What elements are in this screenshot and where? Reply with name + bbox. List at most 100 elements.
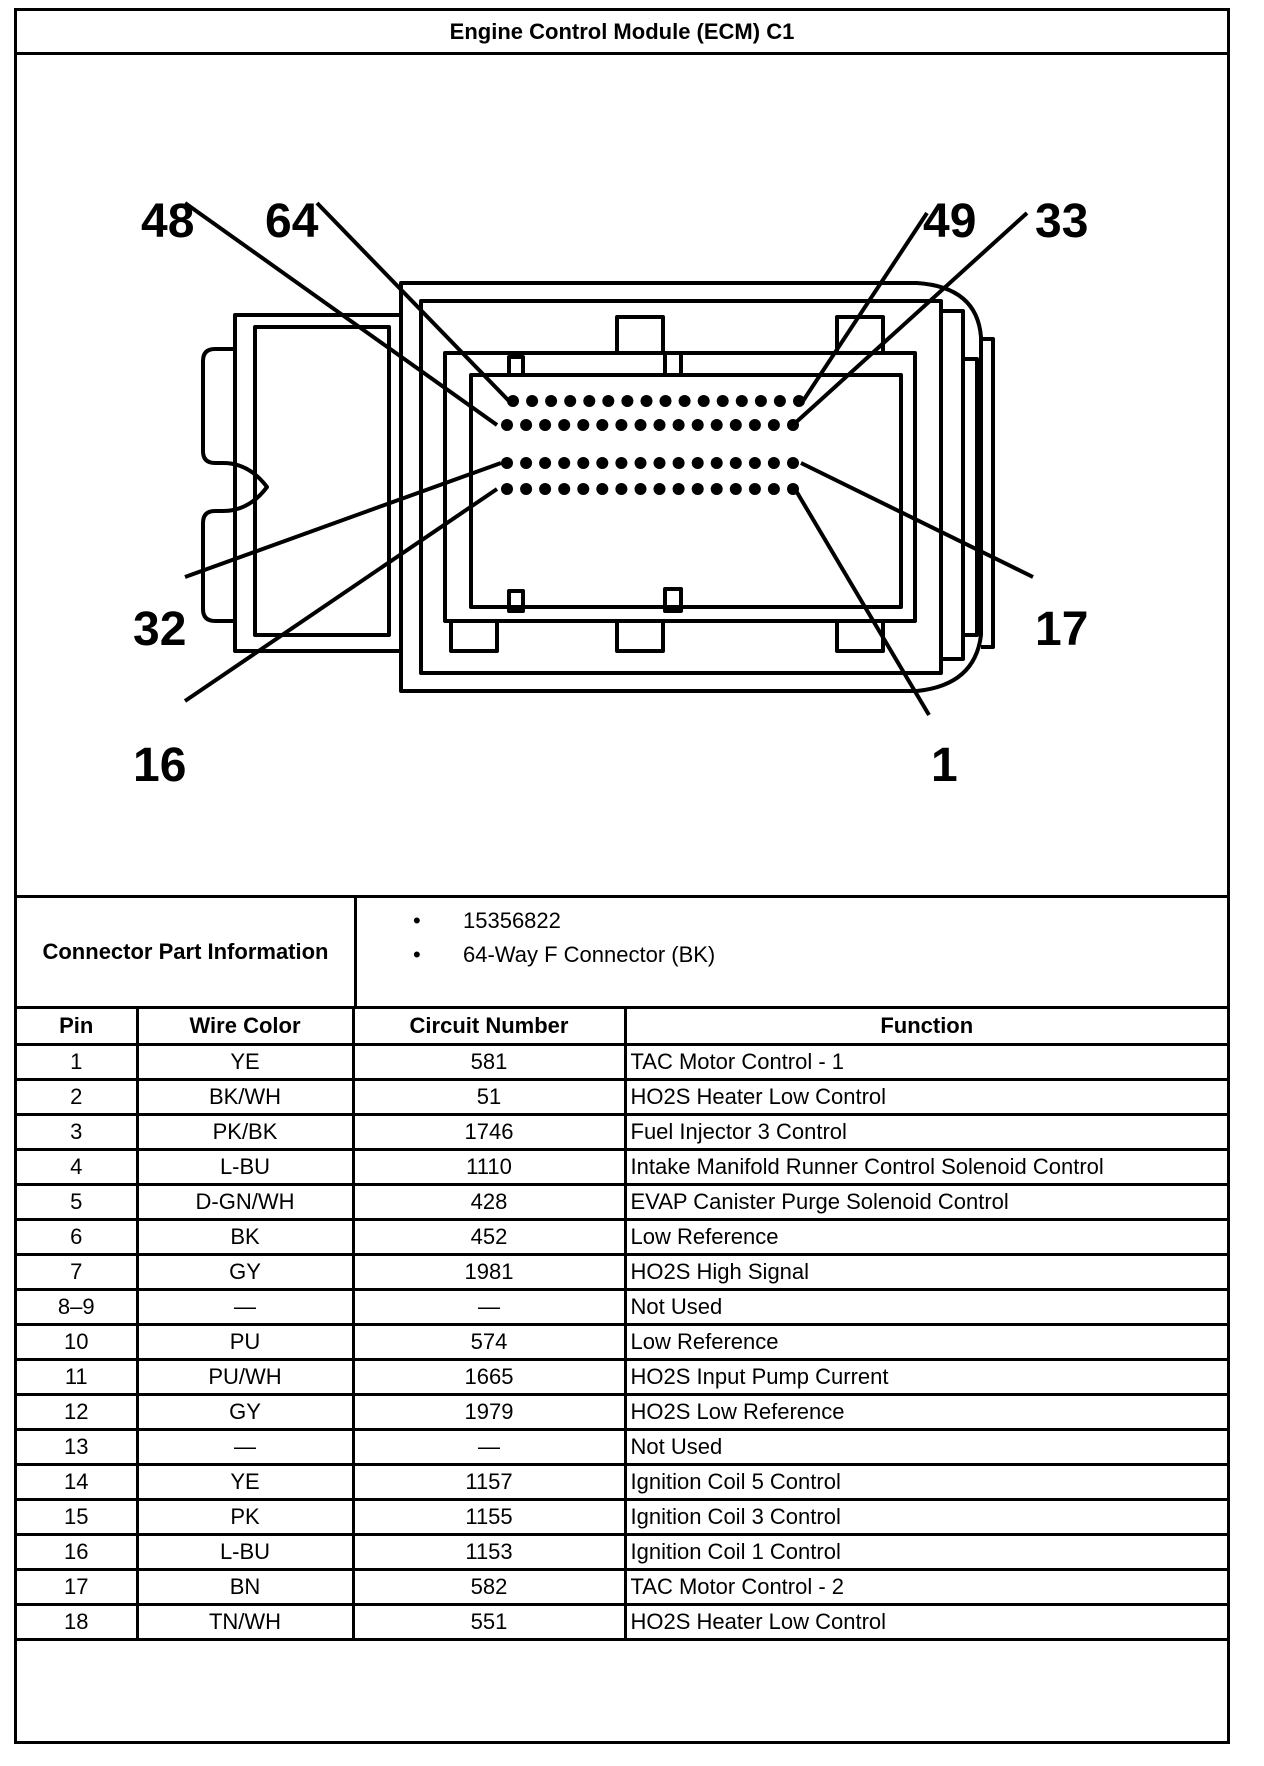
- cell-wire-color: L-BU: [135, 1532, 355, 1571]
- leader-line-17: [800, 461, 1034, 579]
- pin-label-33: 33: [1035, 195, 1088, 248]
- connector-body: [201, 281, 995, 693]
- pin-cavity: [640, 395, 653, 407]
- cell-circuit-number: 1746: [351, 1112, 627, 1151]
- cell-function: Low Reference: [623, 1217, 1227, 1256]
- cell-circuit-number: 1155: [351, 1497, 627, 1536]
- pin-cavity: [558, 419, 571, 431]
- pin-cavity: [615, 419, 628, 431]
- cell-circuit-number: 1110: [351, 1147, 627, 1186]
- cell-pin: 6: [17, 1217, 139, 1256]
- cell-function: Fuel Injector 3 Control: [623, 1112, 1227, 1151]
- pin-cavity: [716, 395, 729, 407]
- cell-function: HO2S Heater Low Control: [623, 1077, 1227, 1116]
- leader-line-49: [801, 211, 929, 403]
- pin-cavity: [520, 457, 533, 469]
- header-pin: Pin: [17, 1009, 139, 1046]
- cell-function: HO2S Input Pump Current: [623, 1357, 1227, 1396]
- pin-cavity: [653, 483, 666, 495]
- header-circuit-number: Circuit Number: [351, 1009, 627, 1046]
- cell-function: HO2S Low Reference: [623, 1392, 1227, 1431]
- pin-cavity: [634, 457, 647, 469]
- cell-pin: 3: [17, 1112, 139, 1151]
- pin-cavity: [507, 395, 519, 407]
- pin-label-49: 49: [923, 195, 976, 248]
- pin-cavity: [748, 483, 761, 495]
- pin-label-32: 32: [133, 603, 186, 656]
- pin-cavity: [767, 419, 780, 431]
- cell-circuit-number: 1979: [351, 1392, 627, 1431]
- part-info-item: 64-Way F Connector (BK): [357, 938, 1227, 972]
- cell-circuit-number: 581: [351, 1042, 627, 1081]
- pin-cavity: [653, 419, 666, 431]
- pin-cavity: [691, 419, 704, 431]
- header-wire-color: Wire Color: [135, 1009, 355, 1046]
- cell-pin: 15: [17, 1497, 139, 1536]
- cell-function: Not Used: [623, 1427, 1227, 1466]
- cell-function: Low Reference: [623, 1322, 1227, 1361]
- pin-cavity: [748, 457, 761, 469]
- cell-circuit-number: 1981: [351, 1252, 627, 1291]
- pin-cavity: [748, 419, 761, 431]
- leader-line-16: [183, 487, 499, 703]
- cell-pin: 12: [17, 1392, 139, 1431]
- cell-wire-color: PK/BK: [135, 1112, 355, 1151]
- pin-cavity: [754, 395, 767, 407]
- cell-wire-color: YE: [135, 1462, 355, 1501]
- pin-cavity: [710, 457, 723, 469]
- pin-cavity: [793, 395, 805, 407]
- header-function: Function: [623, 1009, 1227, 1046]
- cell-wire-color: TN/WH: [135, 1602, 355, 1641]
- pin-label-48: 48: [141, 195, 194, 248]
- cell-function: HO2S High Signal: [623, 1252, 1227, 1291]
- cell-circuit-number: —: [351, 1427, 627, 1466]
- pin-cavity: [659, 395, 672, 407]
- pin-label-16: 16: [133, 739, 186, 792]
- cell-circuit-number: 582: [351, 1567, 627, 1606]
- pin-cavity: [526, 395, 539, 407]
- pin-table: Pin Wire Color Circuit Number Function 1…: [17, 1009, 1227, 1641]
- pin-cavity: [678, 395, 691, 407]
- pin-cavity: [520, 483, 533, 495]
- page-title: Engine Control Module (ECM) C1: [17, 11, 1227, 55]
- pin-cavity: [767, 483, 780, 495]
- pin-cavity: [672, 419, 685, 431]
- pin-cavity: [596, 419, 609, 431]
- part-info-list: 15356822 64-Way F Connector (BK): [357, 904, 1227, 972]
- pin-cavity: [787, 457, 799, 469]
- pin-cavity: [729, 457, 742, 469]
- pin-cavity: [672, 483, 685, 495]
- cell-circuit-number: —: [351, 1287, 627, 1326]
- cell-function: EVAP Canister Purge Solenoid Control: [623, 1182, 1227, 1221]
- pin-cavity: [710, 483, 723, 495]
- leader-line-33: [791, 211, 1029, 427]
- cell-circuit-number: 1153: [351, 1532, 627, 1571]
- connector-sheet: Engine Control Module (ECM) C1: [14, 8, 1230, 1744]
- pin-cavity: [653, 457, 666, 469]
- cell-circuit-number: 428: [351, 1182, 627, 1221]
- cell-pin: 17: [17, 1567, 139, 1606]
- pin-table-header-row: Pin Wire Color Circuit Number Function: [17, 1009, 1227, 1046]
- pin-cavity: [615, 483, 628, 495]
- leader-line-48: [183, 201, 499, 427]
- cell-pin: 10: [17, 1322, 139, 1361]
- cell-function: Ignition Coil 3 Control: [623, 1497, 1227, 1536]
- pin-cavity: [691, 457, 704, 469]
- pin-cavity: [558, 483, 571, 495]
- pin-cavity: [596, 483, 609, 495]
- cell-pin: 8–9: [17, 1287, 139, 1326]
- cell-circuit-number: 1157: [351, 1462, 627, 1501]
- cell-wire-color: —: [135, 1287, 355, 1326]
- pin-cavity: [691, 483, 704, 495]
